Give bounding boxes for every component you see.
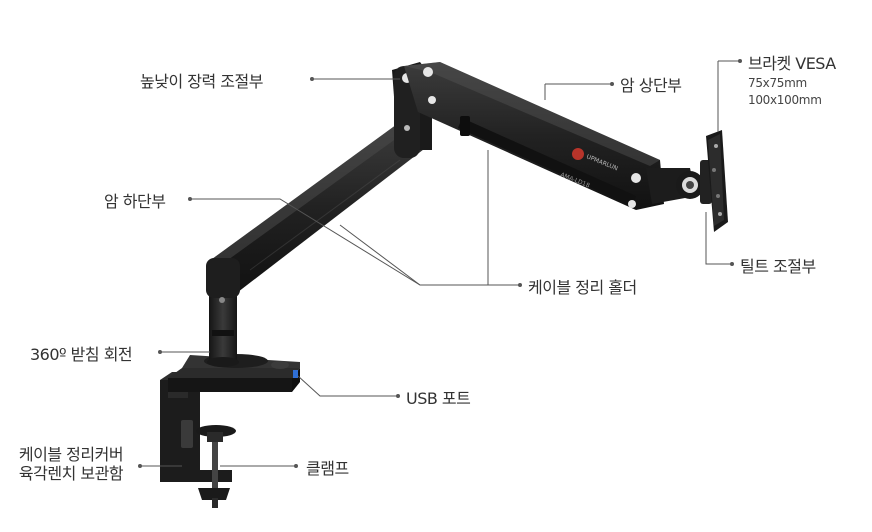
label-cable-cover: 케이블 정리커버 육각렌치 보관함: [6, 445, 136, 483]
vesa-bracket: [706, 130, 728, 232]
leader-cable-holder: [339, 150, 522, 287]
label-cable-holder: 케이블 정리 홀더: [528, 278, 637, 297]
label-height-tension: 높낮이 장력 조절부: [140, 72, 263, 91]
leader-cover: [138, 464, 182, 468]
clamp-screw: [196, 425, 236, 508]
leader-arm-upper: [544, 82, 614, 100]
leader-usb: [297, 375, 400, 398]
leader-clamp: [220, 464, 298, 468]
arm-illustration: UPMARLUN AMA-LD18: [160, 62, 728, 508]
label-clamp: 클램프: [306, 459, 349, 478]
upper-arm: UPMARLUN AMA-LD18: [404, 62, 664, 210]
lower-arm: [206, 122, 428, 303]
label-cable-cover-line1: 케이블 정리커버: [18, 445, 124, 464]
label-arm-lower: 암 하단부: [104, 192, 166, 211]
leader-tilt: [705, 212, 734, 266]
label-arm-upper: 암 상단부: [620, 76, 682, 95]
label-usb-port: USB 포트: [406, 389, 471, 408]
label-vesa-size-100: 100x100mm: [748, 93, 822, 107]
leader-bracket: [717, 59, 742, 132]
label-cable-cover-line2: 육각렌치 보관함: [18, 464, 124, 483]
label-rotation-360: 360º 받침 회전: [30, 345, 133, 364]
label-tilt-adjust: 틸트 조절부: [740, 257, 816, 276]
label-vesa-size-75: 75x75mm: [748, 76, 807, 90]
label-bracket-vesa: 브라켓 VESA: [748, 54, 836, 73]
leader-height-tension: [310, 77, 400, 81]
leader-rotation: [158, 350, 210, 354]
leader-arm-lower: [188, 197, 500, 286]
leader-lines: [138, 59, 742, 468]
